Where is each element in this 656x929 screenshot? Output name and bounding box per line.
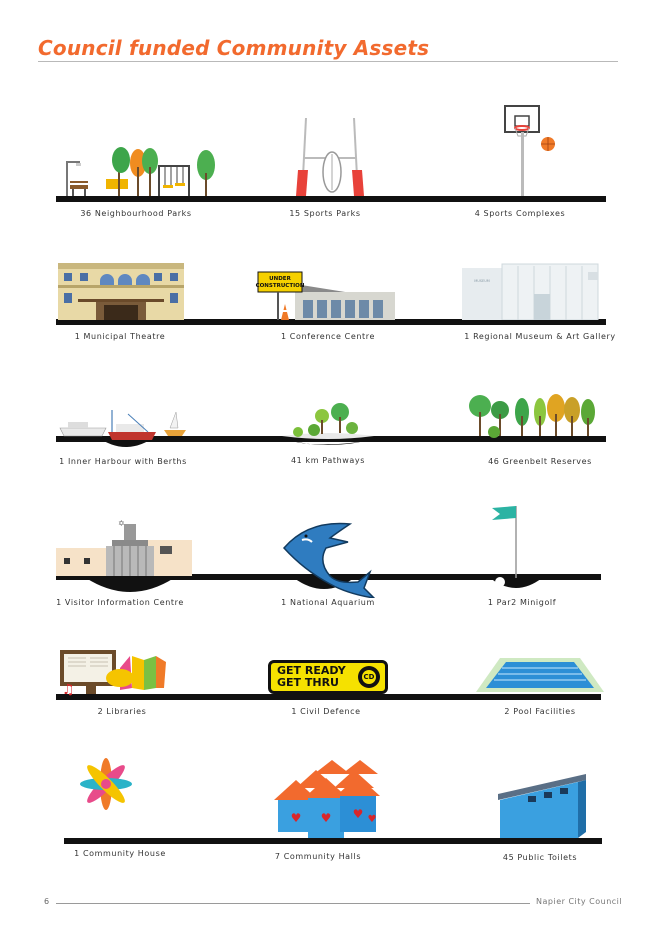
shark-icon — [282, 522, 376, 598]
toilet-block-icon — [498, 774, 586, 838]
footer-publisher: Napier City Council — [536, 897, 623, 906]
asset-label: 45 Public Toilets — [502, 853, 578, 862]
books-icon: ♫ — [60, 650, 166, 696]
asset-label: 1 Municipal Theatre — [74, 332, 166, 341]
svg-text:♥: ♥ — [368, 814, 377, 825]
trees-icon — [469, 394, 595, 438]
svg-text:UNDER: UNDER — [269, 276, 291, 282]
ground-line — [56, 319, 606, 325]
asset-label: 1 Civil Defence — [291, 707, 361, 716]
title-rule — [38, 61, 618, 62]
ground-line — [56, 196, 606, 202]
ground-line — [56, 436, 606, 442]
asset-label: 41 km Pathways — [290, 456, 366, 465]
page-number: 6 — [44, 897, 50, 906]
footer-rule — [56, 903, 530, 904]
logo-text: CD — [362, 670, 376, 684]
sign-line-2: GET THRU — [277, 676, 339, 689]
ground-line — [56, 694, 601, 700]
svg-text:♥: ♥ — [353, 807, 364, 821]
page-title: Council funded Community Assets — [38, 36, 430, 60]
asset-label: 36 Neighbourhood Parks — [80, 209, 192, 218]
golf-flag-icon — [490, 506, 542, 588]
visitor-centre-icon: ✡ — [56, 519, 192, 592]
basketball-hoop-icon — [504, 105, 555, 196]
swimming-pool-icon — [476, 658, 604, 692]
ground-line — [64, 838, 602, 844]
asset-label: 15 Sports Parks — [289, 209, 361, 218]
asset-label: 1 National Aquarium — [281, 598, 375, 607]
civil-defence-logo: CD — [358, 666, 380, 688]
asset-label: 1 Par2 Minigolf — [487, 598, 557, 607]
svg-text:♥: ♥ — [291, 811, 302, 825]
asset-label: 1 Community House — [74, 849, 166, 858]
harbour-boats-icon — [59, 410, 186, 447]
flower-icon — [80, 758, 132, 810]
conference-centre-icon: UNDER CONSTRUCTION — [256, 271, 395, 320]
pathway-icon — [278, 403, 378, 445]
svg-text:♫: ♫ — [62, 682, 75, 696]
museum-building-icon: MUSEUM — [462, 263, 599, 320]
svg-text:MUSEUM: MUSEUM — [474, 279, 490, 283]
svg-text:✡: ✡ — [118, 519, 125, 528]
asset-label: 1 Regional Museum & Art Gallery — [464, 332, 616, 341]
svg-text:♥: ♥ — [321, 811, 332, 825]
sign-text: GET READY GET THRU — [277, 665, 346, 689]
playground-icon — [66, 147, 215, 196]
asset-label: 1 Conference Centre — [280, 332, 376, 341]
sign-line-1: GET READY — [277, 664, 346, 677]
rugby-posts-icon — [296, 118, 364, 197]
asset-label: 4 Sports Complexes — [474, 209, 566, 218]
asset-label: 46 Greenbelt Reserves — [488, 457, 592, 466]
asset-label: 2 Pool Facilities — [504, 707, 576, 716]
theatre-building-icon — [58, 263, 184, 320]
civil-defence-sign-icon: GET READY GET THRU CD — [268, 660, 388, 694]
asset-label: 1 Visitor Information Centre — [56, 598, 184, 607]
asset-label: 7 Community Halls — [274, 852, 362, 861]
asset-label: 1 Inner Harbour with Berths — [59, 457, 187, 466]
houses-icon: ♥ ♥ ♥ ♥ — [274, 760, 380, 838]
asset-label: 2 Libraries — [97, 707, 147, 716]
svg-text:CONSTRUCTION: CONSTRUCTION — [256, 283, 305, 289]
